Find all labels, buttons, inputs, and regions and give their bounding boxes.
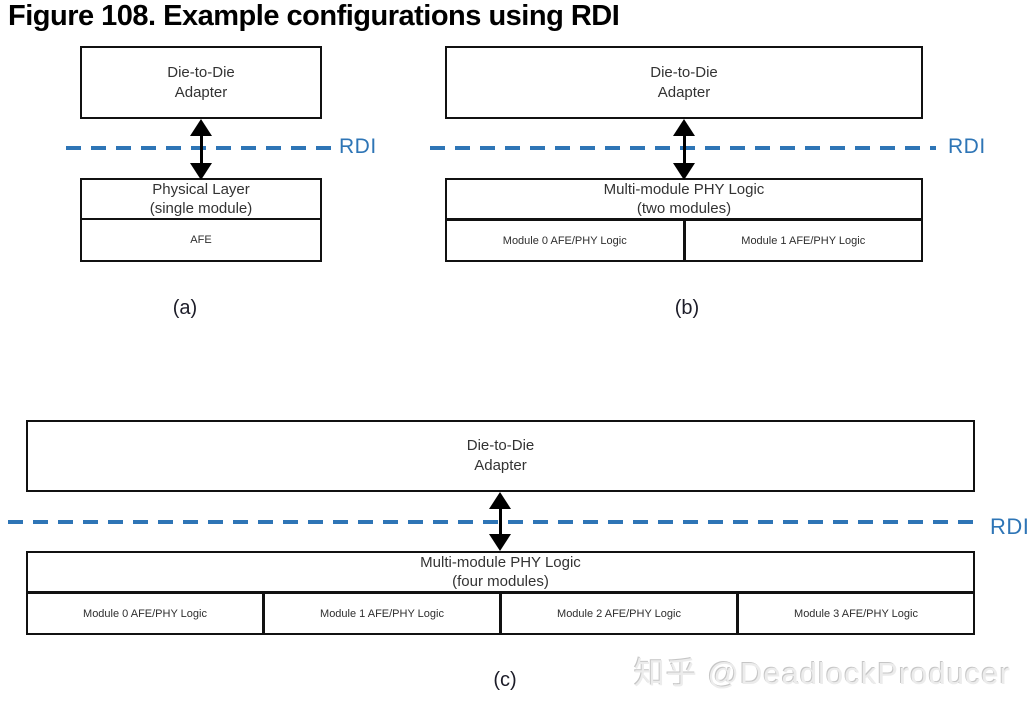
arrow-head-down <box>190 163 212 180</box>
phy-box-title: Physical Layer (single module) <box>82 180 320 218</box>
module-cell-3: Module 3 AFE/PHY Logic <box>736 594 973 633</box>
adapter-label-line1: Die-to-Die <box>466 437 535 454</box>
adapter-label-line1: Die-to-Die <box>167 63 235 81</box>
rdi-label-b: RDI <box>948 135 986 158</box>
module-cell-1: Module 1 AFE/PHY Logic <box>262 594 499 633</box>
arrow-head-down <box>489 534 511 551</box>
phy-title-line1: Multi-module PHY Logic <box>603 181 765 198</box>
module-cell-2: Module 2 AFE/PHY Logic <box>499 594 736 633</box>
adapter-label-line2: Adapter <box>174 83 228 101</box>
phy-title-line2: (single module) <box>149 200 253 217</box>
phy-box-title: Multi-module PHY Logic (four modules) <box>28 553 973 591</box>
diagram-a-phy-box: Physical Layer (single module) AFE <box>80 178 322 262</box>
module-row: Module 0 AFE/PHY Logic Module 1 AFE/PHY … <box>28 591 973 633</box>
arrow-shaft <box>682 129 686 170</box>
module-cell-afe: AFE <box>190 234 212 246</box>
caption-c: (c) <box>493 669 517 691</box>
phy-title-line2: (four modules) <box>452 573 549 590</box>
phy-box-title: Multi-module PHY Logic (two modules) <box>447 180 921 218</box>
rdi-label-c: RDI <box>990 514 1030 539</box>
arrow-shaft <box>199 129 203 170</box>
module-cell-0: Module 0 AFE/PHY Logic <box>502 234 627 247</box>
diagram-b-phy-box: Multi-module PHY Logic (two modules) Mod… <box>445 178 923 262</box>
phy-title-line2: (two modules) <box>636 200 732 217</box>
adapter-label-line1: Die-to-Die <box>650 63 718 81</box>
diagram-c-phy-box: Multi-module PHY Logic (four modules) Mo… <box>26 551 975 635</box>
bidirectional-arrow-icon-b <box>673 119 695 180</box>
arrow-shaft <box>498 502 502 541</box>
bidirectional-arrow-icon-c <box>489 492 511 551</box>
diagram-c-adapter-box: Die-to-Die Adapter <box>26 420 975 492</box>
adapter-label-line2: Adapter <box>657 83 711 101</box>
arrow-head-up <box>190 119 212 136</box>
bidirectional-arrow-icon-a <box>190 119 212 180</box>
phy-title-line1: Physical Layer <box>152 181 250 198</box>
phy-title-line1: Multi-module PHY Logic <box>420 554 581 571</box>
module-row: Module 0 AFE/PHY Logic Module 1 AFE/PHY … <box>447 218 921 260</box>
watermark-text: 知乎 @DeadlockProducer <box>633 656 1011 691</box>
arrow-head-up <box>673 119 695 136</box>
figure-title: Figure 108. Example configurations using… <box>8 0 620 32</box>
module-row: AFE <box>82 218 320 260</box>
adapter-label-line2: Adapter <box>474 457 527 474</box>
module-cell-0: Module 0 AFE/PHY Logic <box>83 607 207 620</box>
module-cell-1: Module 1 AFE/PHY Logic <box>682 221 922 260</box>
arrow-head-down <box>673 163 695 180</box>
arrow-head-up <box>489 492 511 509</box>
rdi-label-a: RDI <box>339 135 377 158</box>
caption-b: (b) <box>674 297 700 319</box>
diagram-a-adapter-box: Die-to-Die Adapter <box>80 46 322 119</box>
diagram-b-adapter-box: Die-to-Die Adapter <box>445 46 923 119</box>
rdi-dashed-line-c <box>8 520 978 524</box>
caption-a: (a) <box>172 297 198 319</box>
